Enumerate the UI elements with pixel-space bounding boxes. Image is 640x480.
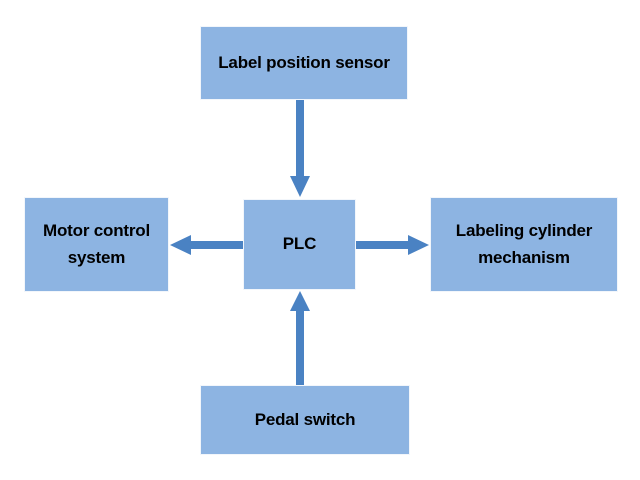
arrow-down-icon-sensor-to-plc [288, 100, 312, 199]
node-label-position-sensor-label: Label position sensor [218, 52, 390, 72]
node-plc[interactable]: PLC [243, 199, 356, 290]
node-labeling-cylinder-mechanism[interactable]: Labeling cylinder mechanism [430, 197, 618, 292]
node-plc-label: PLC [282, 234, 317, 254]
node-pedal-switch[interactable]: Pedal switch [200, 385, 410, 455]
arrow-up-icon-pedal-to-plc [288, 290, 312, 385]
node-label-position-sensor[interactable]: Label position sensor [200, 26, 408, 100]
node-pedal-switch-label: Pedal switch [254, 409, 356, 429]
node-motor-control-system[interactable]: Motor control system [24, 197, 169, 292]
node-motor-control-system-label: Motor control system [43, 221, 150, 267]
node-labeling-cylinder-mechanism-label: Labeling cylinder mechanism [455, 221, 593, 267]
arrow-right-icon-plc-to-cylinder [356, 232, 430, 258]
arrow-left-icon-plc-to-motor [169, 232, 243, 258]
